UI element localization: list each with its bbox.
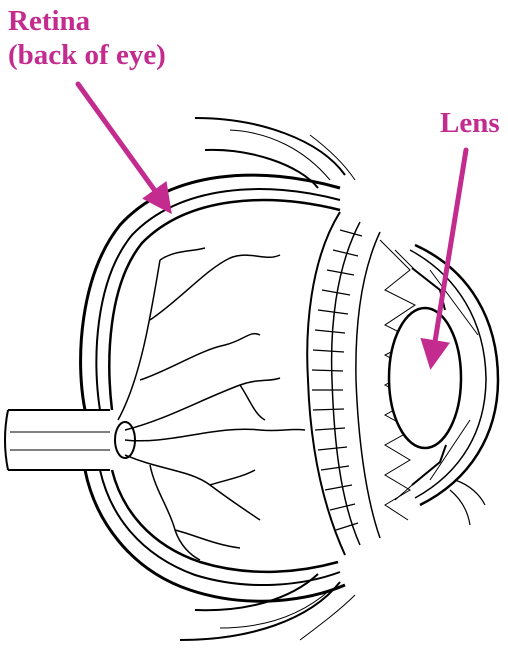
iris-bottom bbox=[412, 445, 446, 485]
retina-label-line2: (back of eye) bbox=[8, 38, 166, 72]
optic-nerve bbox=[5, 410, 110, 470]
bottom-muscle bbox=[180, 574, 355, 640]
lens-label: Lens bbox=[440, 106, 500, 140]
sclera bbox=[81, 175, 345, 601]
retina-label-line1: Retina bbox=[8, 4, 166, 38]
eyeball bbox=[81, 175, 345, 601]
lens bbox=[389, 308, 461, 448]
retina-label: Retina (back of eye) bbox=[8, 4, 166, 72]
retina-layer bbox=[109, 200, 340, 572]
blood-vessels bbox=[118, 248, 305, 560]
ciliary-body bbox=[307, 212, 380, 555]
retina-arrow bbox=[78, 84, 166, 206]
